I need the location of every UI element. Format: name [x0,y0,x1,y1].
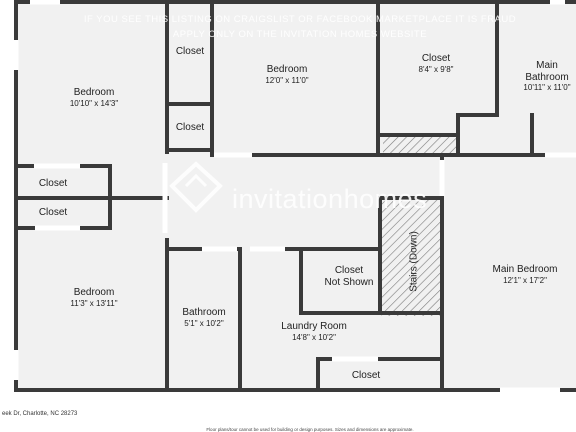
property-address: eek Dr, Charlotte, NC 28273 [2,411,78,417]
room-dimensions: 14'8" x 10'2" [292,332,336,342]
stairs-label: Stairs (Down) [408,231,420,292]
door-openings [13,0,576,393]
room-closet-not-shown: Closet Not Shown [312,265,386,288]
room-name-line-2: Bathroom [525,71,569,83]
room-closet-top-right: Closet 8'4" x 9'8" [398,53,474,74]
room-dimensions: 10'11" x 11'0" [523,83,571,92]
room-laundry: Laundry Room 14'8" x 10'2" [268,321,360,342]
walls [14,0,576,392]
closet-hatch [383,137,457,153]
room-dimensions: 11'3" x 13'11" [70,298,118,308]
room-name: Bathroom [182,307,226,318]
room-main-bathroom: Main Bathroom 10'11" x 11'0" [516,60,576,92]
room-name: Bedroom [266,64,308,75]
fraud-warning-watermark: IF YOU SEE THIS LISTING ON CRAIGSLIST OR… [40,12,560,42]
room-name: Bedroom [73,287,115,298]
stairs-hatch [381,198,441,316]
room-bedroom-bottom: Bedroom 11'3" x 13'11" [52,287,136,308]
watermark-line-2: APPLY ONLY ON THE INVITATION HOMES WEBSI… [172,29,428,41]
room-dimensions: 12'1" x 17'2" [503,275,547,285]
room-name-line-2: Not Shown [324,276,374,288]
room-name-line-1: Main [536,60,558,71]
room-dimensions: 8'4" x 9'8" [418,64,454,74]
room-name: Closet [38,178,68,189]
room-dimensions: 12'0" x 11'0" [265,75,309,85]
room-name: Closet [421,53,451,64]
room-dimensions: 5'1" x 10'2" [184,318,224,328]
watermark-line-1: IF YOU SEE THIS LISTING ON CRAIGSLIST OR… [83,14,517,25]
room-bedroom-center: Bedroom 12'0" x 11'0" [247,64,327,85]
brand-watermark: invitationhomes [232,184,428,214]
room-name: Bedroom [73,87,115,98]
disclaimer: Floor plans/tour cannot be used for buil… [206,427,414,432]
room-name: Closet [38,207,68,218]
room-dimensions: 10'10" x 14'3" [69,98,119,108]
room-name-line-1: Closet [334,265,364,276]
room-name: Closet [175,122,205,133]
room-closet-mid-1: Closet [22,178,84,190]
room-name: Laundry Room [281,321,347,332]
room-closet-top-left-2: Closet [168,122,212,134]
room-closet-top-left: Closet [168,46,212,58]
invitation-homes-logo-icon [169,161,223,213]
room-closet-bottom: Closet [336,370,396,382]
room-main-bedroom: Main Bedroom 12'1" x 17'2" [470,264,576,285]
room-closet-mid-2: Closet [22,207,84,219]
room-bedroom-top: Bedroom 10'10" x 14'3" [54,87,134,108]
room-name: Closet [351,370,381,381]
room-bathroom: Bathroom 5'1" x 10'2" [170,307,238,328]
room-name: Closet [175,46,205,57]
room-name: Main Bedroom [492,264,558,275]
